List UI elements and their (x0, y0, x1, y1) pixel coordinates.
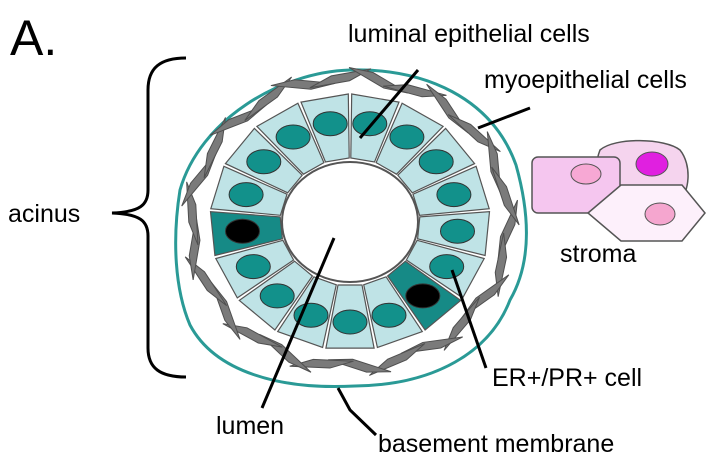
label-er-pr-cell: ER+/PR+ cell (492, 364, 642, 392)
leader-basement (336, 387, 378, 437)
luminal-nucleus (371, 302, 407, 328)
myoepithelial-layer (181, 67, 520, 376)
leader-er-pr (450, 269, 488, 369)
stroma-nucleus (644, 202, 676, 226)
luminal-nucleus (259, 283, 295, 309)
luminal-nucleus (228, 182, 264, 208)
luminal-nucleus (389, 124, 425, 150)
label-stroma: stroma (560, 240, 637, 268)
luminal-nucleus (332, 309, 368, 335)
myoepithelial-cell (289, 358, 354, 369)
myoepithelial-cell (184, 256, 228, 306)
luminal-nucleus (440, 218, 475, 244)
label-basement-membrane: basement membrane (378, 430, 614, 458)
myoepithelial-cell (491, 166, 520, 226)
leader-myoepithelial (477, 106, 531, 130)
stroma-nucleus (635, 151, 669, 177)
luminal-nucleus (436, 182, 472, 208)
luminal-nucleus (235, 254, 271, 280)
luminal-cell-layer (209, 93, 491, 349)
luminal-nucleus (312, 111, 348, 137)
panel-label: A. (10, 10, 57, 66)
er-pr-nucleus (405, 283, 441, 309)
myoepithelial-cell (222, 323, 283, 348)
label-acinus: acinus (8, 200, 80, 228)
stroma-nucleus (570, 163, 602, 185)
luminal-nucleus (429, 254, 465, 280)
er-pr-nucleus (225, 218, 260, 244)
myoepithelial-cell (447, 114, 501, 153)
myoepithelial-cell (309, 68, 372, 89)
luminal-nucleus (352, 111, 388, 137)
leader-lines (260, 69, 531, 437)
stroma-cells (531, 139, 706, 242)
myoepithelial-cell (443, 296, 480, 351)
lumen (281, 161, 419, 283)
myoepithelial-cell (494, 232, 508, 297)
myoepithelial-cell (244, 76, 293, 121)
leader-lumen (260, 237, 336, 409)
luminal-nucleus (275, 124, 311, 150)
luminal-nucleus (418, 149, 454, 175)
myoepithelial-cell (369, 343, 426, 376)
myoepithelial-cell (186, 181, 199, 246)
label-myoepithelial-cells: myoepithelial cells (484, 66, 687, 94)
luminal-nucleus (246, 149, 282, 175)
myoepithelial-cell (383, 84, 447, 98)
label-luminal-epithelial-cells: luminal epithelial cells (348, 20, 590, 48)
leader-luminal (358, 69, 420, 139)
myoepithelial-cell (203, 117, 226, 178)
label-lumen: lumen (216, 412, 284, 440)
acinus-brace (111, 56, 187, 379)
